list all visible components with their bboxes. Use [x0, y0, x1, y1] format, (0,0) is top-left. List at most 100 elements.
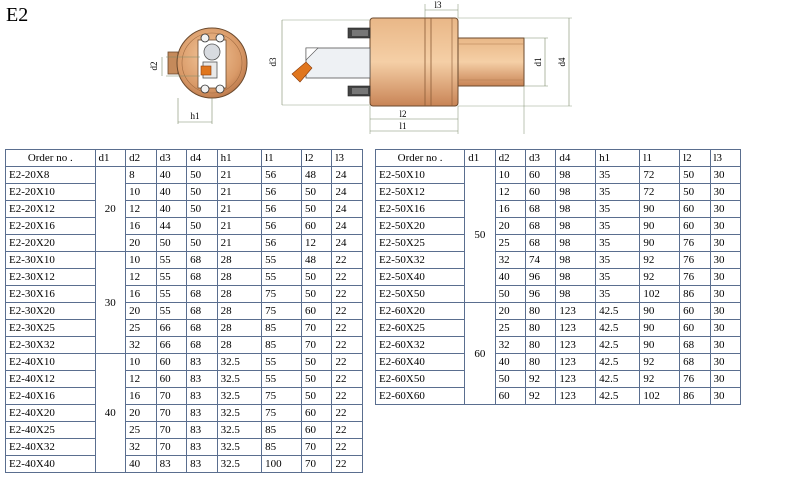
value-cell: 68 [186, 285, 218, 303]
value-cell: 92 [639, 251, 681, 269]
value-cell: 68 [679, 336, 711, 354]
value-cell: 96 [525, 268, 557, 286]
value-cell: 24 [331, 166, 363, 184]
value-cell: 70 [155, 387, 188, 405]
value-cell: 68 [186, 251, 218, 269]
value-cell: 32.5 [216, 370, 263, 388]
value-cell: 12 [125, 200, 157, 218]
value-cell: 12 [125, 370, 157, 388]
value-cell: 50 [679, 183, 711, 201]
value-cell: 76 [679, 370, 711, 388]
value-cell: 70 [155, 438, 188, 456]
value-cell: 35 [595, 200, 641, 218]
value-cell: 80 [525, 319, 557, 337]
value-cell: 48 [300, 251, 333, 269]
value-cell: 42.5 [595, 302, 641, 320]
value-cell: 123 [555, 387, 597, 405]
d1-group-cell: 60 [464, 302, 496, 405]
value-cell: 50 [300, 200, 333, 218]
order-number-cell: E2-60X40 [374, 353, 466, 371]
value-cell: 80 [525, 336, 557, 354]
value-cell: 70 [155, 404, 188, 422]
value-cell: 72 [639, 183, 681, 201]
value-cell: 83 [186, 387, 218, 405]
value-cell: 22 [331, 404, 363, 422]
value-cell: 55 [155, 251, 188, 269]
value-cell: 68 [186, 268, 218, 286]
value-cell: 16 [125, 217, 157, 235]
order-number-cell: E2-50X10 [374, 166, 466, 184]
value-cell: 83 [155, 455, 188, 473]
value-cell: 22 [331, 387, 363, 405]
value-cell: 20 [494, 217, 527, 235]
order-number-cell: E2-30X12 [5, 268, 96, 286]
value-cell: 68 [525, 234, 557, 252]
value-cell: 85 [261, 421, 302, 439]
value-cell: 16 [494, 200, 527, 218]
d1-group-cell: 20 [94, 166, 127, 252]
value-cell: 55 [261, 268, 302, 286]
value-cell: 90 [639, 336, 681, 354]
value-cell: 32.5 [216, 455, 263, 473]
column-header: d3 [525, 149, 557, 167]
column-header: l3 [331, 149, 363, 167]
value-cell: 76 [679, 234, 711, 252]
value-cell: 50 [300, 370, 333, 388]
value-cell: 50 [186, 217, 218, 235]
value-cell: 44 [155, 217, 188, 235]
value-cell: 24 [331, 217, 363, 235]
value-cell: 30 [709, 200, 741, 218]
column-header: d1 [464, 149, 496, 167]
value-cell: 55 [261, 353, 302, 371]
value-cell: 83 [186, 353, 218, 371]
value-cell: 70 [155, 421, 188, 439]
value-cell: 76 [679, 251, 711, 269]
order-number-cell: E2-60X60 [374, 387, 466, 405]
value-cell: 123 [555, 302, 597, 320]
value-cell: 10 [125, 353, 157, 371]
value-cell: 75 [261, 302, 302, 320]
value-cell: 90 [639, 217, 681, 235]
value-cell: 22 [331, 302, 363, 320]
order-number-cell: E2-30X10 [5, 251, 96, 269]
value-cell: 32 [125, 336, 157, 354]
value-cell: 25 [494, 234, 527, 252]
value-cell: 68 [679, 353, 711, 371]
value-cell: 40 [125, 455, 157, 473]
value-cell: 55 [155, 268, 188, 286]
value-cell: 30 [709, 217, 741, 235]
value-cell: 50 [300, 353, 333, 371]
value-cell: 92 [639, 268, 681, 286]
order-number-cell: E2-40X20 [5, 404, 96, 422]
value-cell: 56 [261, 183, 302, 201]
column-header: l2 [679, 149, 711, 167]
value-cell: 30 [709, 353, 741, 371]
value-cell: 12 [300, 234, 333, 252]
value-cell: 60 [679, 302, 711, 320]
value-cell: 25 [494, 319, 527, 337]
column-header: h1 [595, 149, 641, 167]
value-cell: 70 [300, 336, 333, 354]
value-cell: 90 [639, 319, 681, 337]
order-number-cell: E2-40X10 [5, 353, 96, 371]
value-cell: 98 [555, 285, 597, 303]
tool-holder-drawing: d2 h1 l3 d3 d1 [149, 0, 572, 134]
value-cell: 42.5 [595, 336, 641, 354]
order-number-cell: E2-50X32 [374, 251, 466, 269]
d1-group-cell: 30 [94, 251, 127, 354]
value-cell: 83 [186, 370, 218, 388]
value-cell: 20 [125, 234, 157, 252]
value-cell: 70 [300, 438, 333, 456]
value-cell: 55 [261, 251, 302, 269]
value-cell: 123 [555, 336, 597, 354]
order-number-cell: E2-60X32 [374, 336, 466, 354]
value-cell: 28 [216, 319, 263, 337]
